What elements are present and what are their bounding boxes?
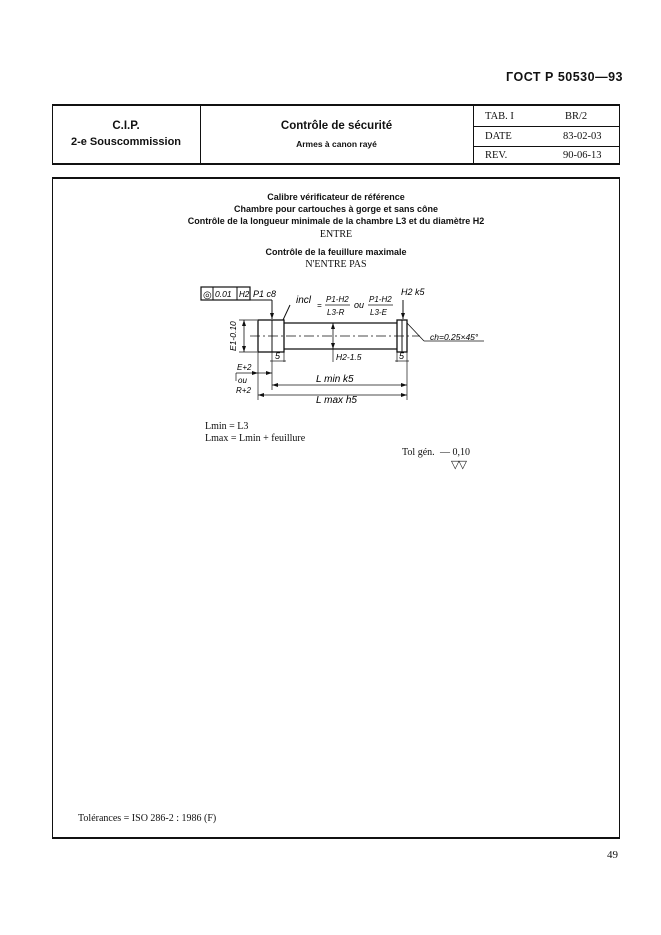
tol-frame-symbol: ◎ — [203, 290, 212, 301]
dim-5-left: 5 — [275, 351, 281, 361]
gauge-drawing: ◎ 0.01 H2 P1 c8 incl = P1-H2 L3-R ou P1-… — [200, 286, 484, 406]
tol-frame-datum: H2 — [239, 290, 250, 299]
header-title: Contrôle de sécurité — [280, 120, 393, 132]
ou-left-label: ou — [238, 376, 247, 385]
tol-gen-value: — 0,10 — [440, 447, 470, 458]
surface-finish-marks: ▽▽ — [451, 459, 467, 471]
frac2-num: P1-H2 — [369, 295, 392, 304]
body-line-2: Chambre pour cartouches à gorge et sans … — [233, 204, 439, 214]
p1-c8-label: P1 c8 — [253, 289, 276, 299]
frac2-den: L3-E — [370, 308, 388, 317]
lmax-label: L max h5 — [316, 395, 357, 406]
e1-label: E1-0.10 — [228, 321, 238, 351]
lmin-label: L min k5 — [316, 374, 354, 385]
meta-value-tab: BR/2 — [565, 111, 588, 122]
ou-mid: ou — [354, 300, 364, 310]
standard-reference: ГОСТ Р 50530—93 — [506, 70, 623, 84]
formula-lmax: Lmax = Lmin + feuillure — [205, 433, 306, 444]
meta-value-date: 83-02-03 — [563, 131, 602, 142]
frac1-num: P1-H2 — [326, 295, 349, 304]
header-subtitle: Armes à canon rayé — [296, 139, 377, 149]
dim-5-right: 5 — [399, 351, 405, 361]
meta-label-date: DATE — [485, 131, 512, 142]
page-number: 49 — [607, 849, 618, 861]
meta-label-rev: REV. — [485, 150, 508, 161]
tol-gen-label: Tol gén. — [402, 447, 435, 458]
org-name: C.I.P. — [112, 120, 140, 132]
r-plus-label: R+2 — [236, 386, 251, 395]
body-line-3: Contrôle de la longueur minimale de la c… — [187, 216, 485, 226]
h2-k5-label: H2 k5 — [401, 287, 426, 297]
commission-name: 2-e Souscommission — [70, 136, 182, 148]
meta-value-rev: 90-06-13 — [563, 150, 602, 161]
meta-label-tab: TAB. I — [485, 111, 514, 122]
e-plus-label: E+2 — [237, 363, 252, 372]
tolerances-note: Tolérances = ISO 286-2 : 1986 (F) — [78, 813, 217, 824]
nentre-label: N'ENTRE PAS — [305, 259, 367, 270]
feuillure-line: Contrôle de la feuillure maximale — [265, 247, 407, 257]
chamfer-label: ch=0.25×45° — [430, 332, 479, 342]
h2-minus-label: H2-1.5 — [336, 352, 362, 362]
body-line-1: Calibre vérificateur de référence — [267, 192, 405, 202]
eq-sign: = — [317, 301, 322, 310]
entre-label: ENTRE — [319, 229, 353, 240]
tol-frame-value: 0.01 — [215, 289, 232, 299]
formula-lmin: Lmin = L3 — [205, 421, 249, 432]
frac1-den: L3-R — [327, 308, 345, 317]
incl-label: incl — [296, 295, 312, 306]
